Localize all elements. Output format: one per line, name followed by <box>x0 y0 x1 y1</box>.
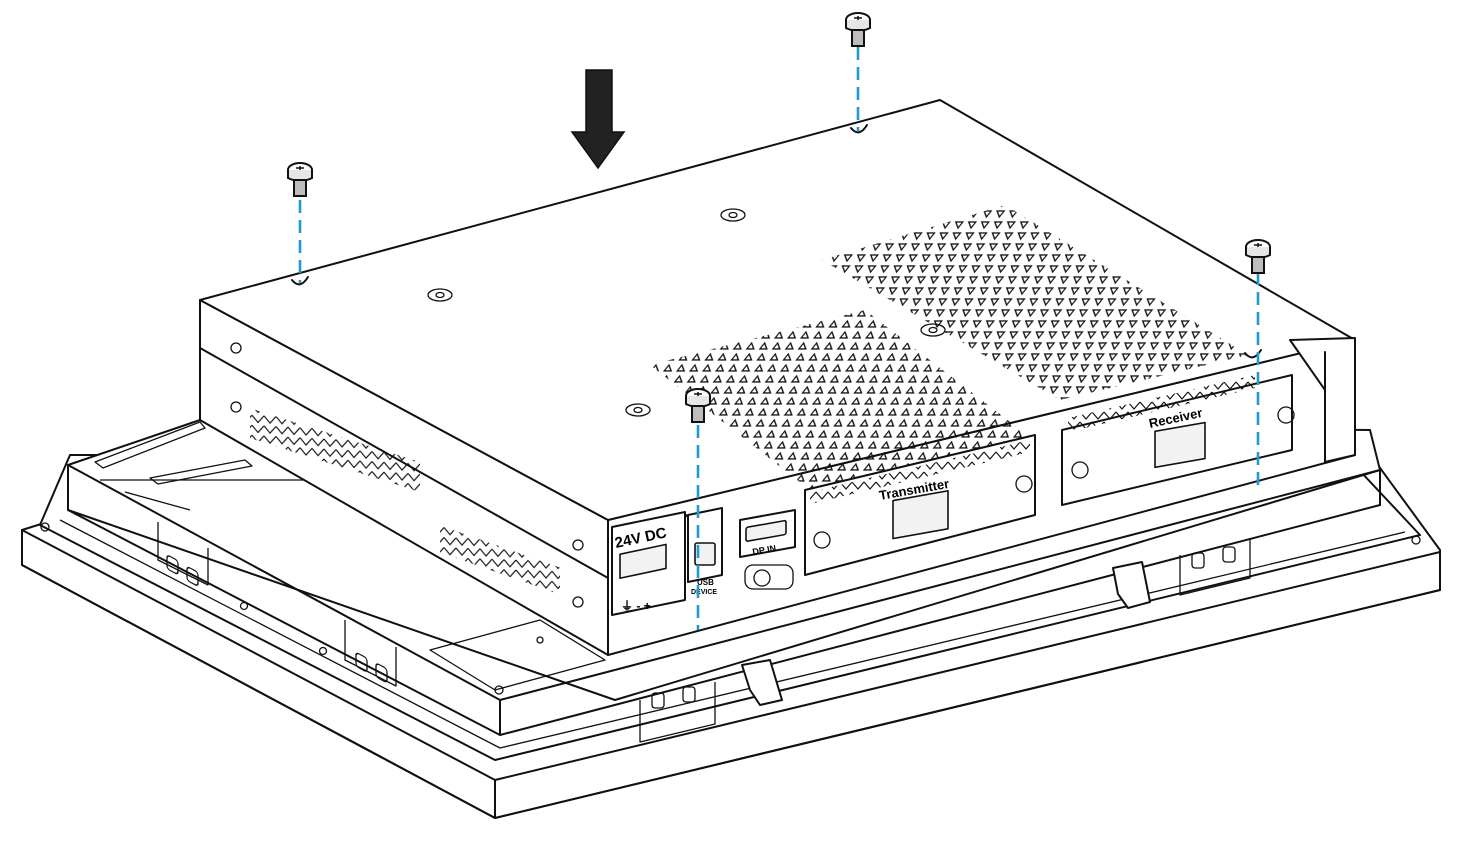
mounting-clip <box>741 659 783 706</box>
latch-slot <box>355 652 368 672</box>
label-plates <box>94 421 606 691</box>
latch-slot <box>166 555 179 575</box>
cover-bosses <box>427 208 946 417</box>
side-screw <box>572 539 584 551</box>
latch-slots-left <box>157 522 397 687</box>
vent-grille-large <box>822 205 1248 400</box>
latch-slot <box>651 692 665 709</box>
module-screw <box>813 531 831 549</box>
right-wall <box>1289 337 1356 463</box>
latch-slots-front <box>639 538 1251 743</box>
power-terminal-block <box>619 543 667 580</box>
screw-guide-lines <box>298 47 1260 630</box>
chassis-hole <box>239 601 249 611</box>
latch-slot <box>1191 552 1205 569</box>
dp-port <box>745 519 787 542</box>
transmitter-teeth <box>810 440 1030 504</box>
cover-notch <box>291 276 309 286</box>
bezel-hole <box>1411 535 1421 545</box>
receiver-rj45-port <box>1154 421 1206 469</box>
screw-icon <box>845 12 871 47</box>
down-arrow-icon <box>570 69 626 170</box>
module-screw <box>1277 406 1295 424</box>
latch-slot <box>186 566 199 586</box>
usb-label-line2: DEVICE <box>691 589 717 596</box>
side-screw <box>230 401 242 413</box>
screw-icon <box>685 388 711 423</box>
ground-terminal <box>744 564 794 590</box>
chassis-hole <box>318 646 328 656</box>
cover-notch <box>850 124 868 134</box>
ground-screw <box>753 569 771 587</box>
receiver-teeth <box>1068 375 1255 432</box>
latch-slot <box>1222 546 1236 563</box>
side-vent-1 <box>250 408 420 493</box>
bottom-plate <box>429 619 606 691</box>
side-screw <box>230 342 242 354</box>
bezel-hole <box>40 522 50 532</box>
io-panel: 24V DC ⏚ - + USB DEVICE DP IN Transmitte… <box>611 374 1295 616</box>
usb-label-line1: USB <box>697 578 714 587</box>
bezel-inner-step <box>59 519 1406 749</box>
latch-slot <box>375 663 388 683</box>
cover-notch <box>1244 349 1262 359</box>
usb-port <box>694 542 716 566</box>
chassis-front-edge <box>67 464 1381 736</box>
bezel-front-edge <box>21 529 1441 819</box>
screw-icon <box>287 162 313 197</box>
side-screw <box>572 596 584 608</box>
module-screw <box>1015 475 1033 493</box>
transmitter-rj45-port <box>892 490 949 540</box>
screws <box>287 12 1271 423</box>
mounting-clip <box>1112 561 1151 609</box>
screw-icon <box>1245 239 1271 274</box>
power-terminal-marks: ⏚ - + <box>621 599 651 613</box>
latch-slot <box>682 686 696 703</box>
side-vent-2 <box>440 525 560 595</box>
module-screw <box>1071 461 1089 479</box>
vent-grille-small <box>650 310 1040 490</box>
dp-label: DP IN <box>752 543 777 557</box>
